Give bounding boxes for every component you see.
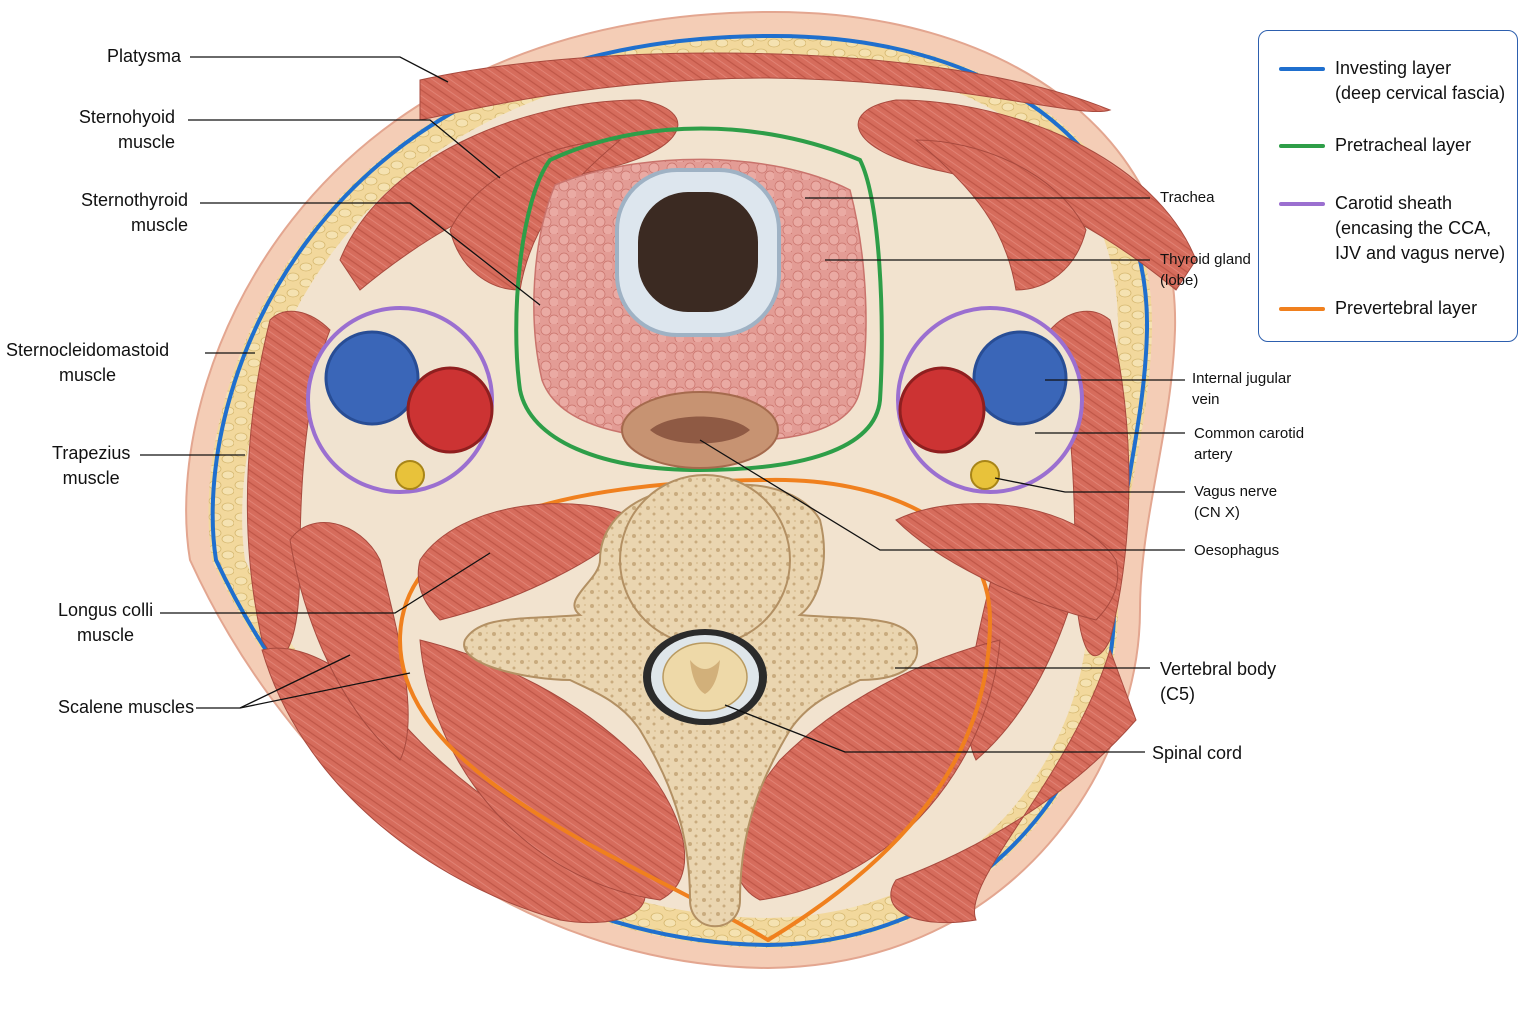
leader-lines <box>140 56 1185 753</box>
label-platysma: Platysma <box>106 46 181 66</box>
legend-text: Investing layer(deep cervical fascia) <box>1335 58 1506 103</box>
legend-text: Carotid sheath(encasing the CCA,IJV and … <box>1335 193 1506 263</box>
label-thyroid: Thyroid gland(lobe) <box>1160 251 1251 289</box>
green-line-icon <box>1279 144 1325 148</box>
leader-scalene-2 <box>239 672 411 709</box>
purple-line-icon <box>1279 202 1325 206</box>
internal-jugular-vein-right <box>972 330 1068 426</box>
blue-line-icon <box>1279 67 1325 71</box>
oesophagus-lumen <box>650 416 750 444</box>
label-spinal-cord: Spinal cord <box>1152 743 1243 763</box>
leader-vagus <box>994 477 1185 493</box>
label-oesophagus: Oesophagus <box>1194 542 1280 559</box>
internal-jugular-vein-left <box>324 330 420 426</box>
vagus-nerve-right <box>970 460 1000 490</box>
legend-box: Investing layer(deep cervical fascia) Pr… <box>1258 30 1518 342</box>
label-scalene: Scalene muscles <box>58 697 195 717</box>
common-carotid-artery-right <box>898 366 986 454</box>
leader-oesophagus <box>699 439 1185 551</box>
vertebral-body <box>619 474 791 646</box>
pretracheal-layer-line <box>514 126 884 473</box>
common-carotid-artery-left <box>406 366 494 454</box>
scalene-muscle <box>289 522 409 761</box>
legend-text: Pretracheal layer <box>1335 135 1472 155</box>
leader-longus-colli <box>160 552 491 614</box>
leader-spinal-cord <box>724 704 1145 753</box>
leader-sternohyoid <box>188 119 501 179</box>
label-vagus: Vagus nerve(CN X) <box>1194 483 1278 521</box>
label-vertebral-body: Vertebral body(C5) <box>1160 659 1277 704</box>
legend-text: Prevertebral layer <box>1335 298 1478 318</box>
leader-platysma <box>190 56 449 83</box>
platysma-muscle <box>419 52 1112 121</box>
sternothyroid-muscle-right <box>914 139 1087 291</box>
vagus-nerve-left <box>395 460 425 490</box>
leader-sternothyroid <box>200 202 541 306</box>
spinal-cord-grey-matter <box>690 660 720 694</box>
orange-line-icon <box>1279 307 1325 311</box>
posterior-deep-muscles <box>419 639 686 901</box>
trapezius-muscle-right <box>890 648 1137 924</box>
label-trachea: Trachea <box>1160 189 1215 206</box>
trachea-lumen <box>638 192 758 312</box>
